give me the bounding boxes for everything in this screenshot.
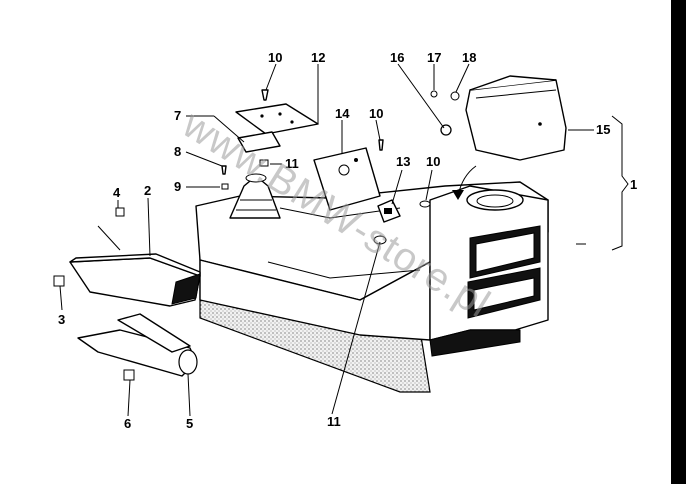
callouts: 10 12 16 17 18 7 14 10 15 8 11 13 10 1 9… bbox=[58, 50, 637, 431]
callout-label: 7 bbox=[174, 108, 181, 123]
callout-label: 10 bbox=[369, 106, 383, 121]
mounting-plate bbox=[235, 103, 319, 135]
callout-label: 14 bbox=[335, 106, 350, 121]
callout-label: 1 bbox=[630, 177, 637, 192]
callout-label: 11 bbox=[327, 414, 341, 429]
fasteners bbox=[53, 89, 460, 381]
callout-label: 17 bbox=[427, 50, 441, 65]
callout-label: 13 bbox=[396, 154, 410, 169]
leader-lines bbox=[59, 63, 629, 417]
callout-label: 8 bbox=[174, 144, 181, 159]
clip-bracket bbox=[377, 199, 401, 223]
callout-label: 5 bbox=[186, 416, 193, 431]
console-body bbox=[195, 181, 549, 393]
callout-label: 16 bbox=[390, 50, 404, 65]
gear-shift-boot bbox=[229, 173, 281, 219]
callout-label: 4 bbox=[113, 185, 121, 200]
cover-plate bbox=[313, 147, 381, 211]
callout-label: 10 bbox=[426, 154, 440, 169]
armrest-base bbox=[77, 313, 198, 377]
callout-label: 12 bbox=[311, 50, 325, 65]
callout-label: 2 bbox=[144, 183, 151, 198]
storage-box bbox=[465, 75, 567, 161]
bracket bbox=[237, 131, 281, 153]
callout-label: 6 bbox=[124, 416, 131, 431]
callout-label: 15 bbox=[596, 122, 610, 137]
callout-label: 18 bbox=[462, 50, 476, 65]
armrest-cushion bbox=[69, 253, 201, 307]
edge-bar bbox=[671, 0, 686, 484]
callout-label: 3 bbox=[58, 312, 65, 327]
callout-label: 9 bbox=[174, 179, 181, 194]
callout-label: 11 bbox=[285, 156, 299, 171]
callout-label: 10 bbox=[268, 50, 282, 65]
